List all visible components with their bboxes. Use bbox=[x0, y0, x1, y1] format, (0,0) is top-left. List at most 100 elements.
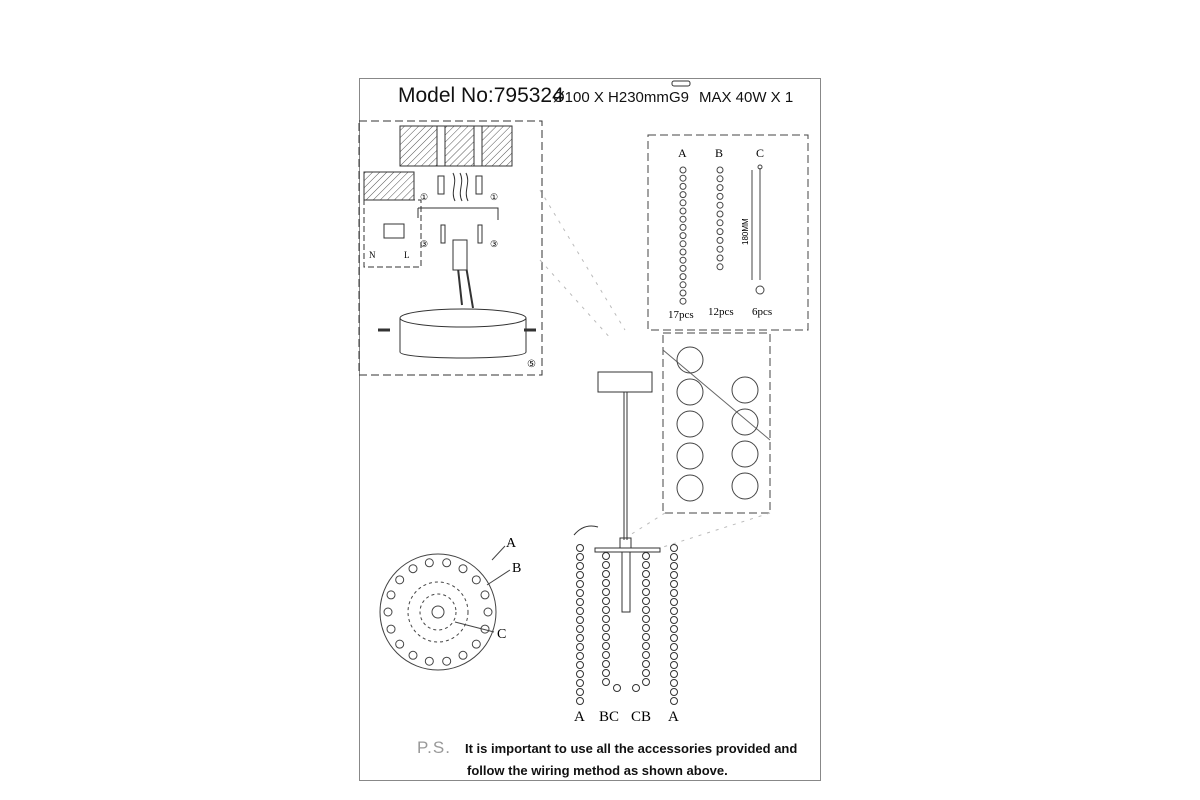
crystal-bead bbox=[679, 215, 687, 223]
crystal-bead bbox=[679, 207, 687, 215]
crystal-bead bbox=[395, 639, 405, 649]
crystal-bead bbox=[679, 166, 687, 174]
crystal-bead bbox=[642, 552, 650, 560]
crystal-bead bbox=[670, 679, 678, 687]
step-5: ⑤ bbox=[527, 359, 536, 370]
crystal-bead bbox=[408, 650, 418, 660]
crystal-bead bbox=[424, 558, 434, 568]
note-line-2: follow the wiring method as shown above. bbox=[467, 763, 728, 778]
crystal-bead bbox=[602, 633, 610, 641]
crystal-bead bbox=[602, 678, 610, 686]
crystal-bead bbox=[442, 656, 452, 666]
crystal-bead bbox=[731, 376, 759, 404]
crystal-bead bbox=[670, 661, 678, 669]
part-a-label: A bbox=[678, 146, 687, 160]
crystal-bead bbox=[670, 625, 678, 633]
crystal-bead bbox=[642, 642, 650, 650]
crystal-bead bbox=[576, 670, 584, 678]
crystal-bead bbox=[642, 579, 650, 587]
crystal-bead bbox=[679, 273, 687, 281]
crystal-bead bbox=[642, 669, 650, 677]
crystal-bead bbox=[716, 228, 724, 236]
crystal-bead bbox=[670, 562, 678, 570]
crystal-bead bbox=[642, 606, 650, 614]
crystal-bead bbox=[716, 245, 724, 253]
bottom-label-4: A bbox=[668, 709, 679, 725]
crystal-bead bbox=[670, 598, 678, 606]
crystal-bead bbox=[716, 236, 724, 244]
crystal-bead bbox=[731, 440, 759, 468]
crystal-bead bbox=[576, 616, 584, 624]
crystal-bead bbox=[576, 580, 584, 588]
part-b-label: B bbox=[715, 146, 723, 160]
crystal-bead bbox=[716, 184, 724, 192]
crystal-bead bbox=[386, 624, 396, 634]
crystal-bead bbox=[670, 670, 678, 678]
crystal-bead bbox=[458, 650, 468, 660]
crystal-bead bbox=[716, 201, 724, 209]
ps-label: P.S. bbox=[417, 738, 451, 757]
crystal-bead bbox=[642, 660, 650, 668]
instruction-sheet-frame bbox=[359, 78, 821, 781]
crystal-bead bbox=[642, 624, 650, 632]
crystal-bead bbox=[670, 643, 678, 651]
crystal-bead bbox=[602, 588, 610, 596]
crystal-bead bbox=[642, 633, 650, 641]
crystal-bead bbox=[642, 651, 650, 659]
crystal-bead bbox=[632, 684, 640, 692]
crystal-bead bbox=[642, 588, 650, 596]
crystal-bead bbox=[716, 210, 724, 218]
crystal-bead bbox=[424, 656, 434, 666]
crystal-bead bbox=[602, 561, 610, 569]
crystal-bead bbox=[716, 166, 724, 174]
dimensions: Ø100 X H230mm bbox=[553, 89, 669, 106]
note-line-1: It is important to use all the accessori… bbox=[465, 741, 798, 756]
crystal-bead bbox=[676, 474, 704, 502]
crystal-bead bbox=[642, 561, 650, 569]
bottom-label-3: CB bbox=[631, 709, 651, 725]
crystal-bead bbox=[602, 570, 610, 578]
bulb-type: G9 bbox=[669, 89, 690, 106]
crystal-bead bbox=[679, 199, 687, 207]
crystal-bead bbox=[602, 651, 610, 659]
crystal-bead bbox=[602, 579, 610, 587]
crystal-bead bbox=[602, 642, 610, 650]
crystal-bead bbox=[670, 652, 678, 660]
rod-length-label: 180MM bbox=[741, 218, 750, 245]
crystal-bead bbox=[576, 607, 584, 615]
crystal-bead bbox=[576, 598, 584, 606]
crystal-bead bbox=[576, 679, 584, 687]
crystal-bead bbox=[670, 688, 678, 696]
crystal-bead bbox=[471, 639, 481, 649]
crystal-bead bbox=[480, 590, 490, 600]
crystal-bead bbox=[642, 615, 650, 623]
crystal-bead bbox=[679, 232, 687, 240]
crystal-bead bbox=[642, 597, 650, 605]
crystal-bead bbox=[716, 175, 724, 183]
part-c-label: C bbox=[756, 146, 764, 160]
crystal-bead bbox=[670, 580, 678, 588]
installation-panel bbox=[358, 120, 543, 376]
crystal-bead bbox=[613, 684, 621, 692]
crystal-bead bbox=[576, 697, 584, 705]
crystal-bead bbox=[576, 643, 584, 651]
parts-panel bbox=[647, 134, 809, 331]
crystal-bead bbox=[576, 634, 584, 642]
crystal-bead bbox=[670, 697, 678, 705]
crystal-bead bbox=[383, 607, 393, 617]
chain-a bbox=[679, 166, 687, 305]
rotate-arrow-icon bbox=[573, 525, 599, 536]
crystal-bead bbox=[576, 661, 584, 669]
crystal-bead bbox=[679, 174, 687, 182]
crystal-bead bbox=[670, 589, 678, 597]
crystal-bead bbox=[676, 346, 704, 374]
ceiling bbox=[399, 125, 513, 167]
crystal-bead bbox=[602, 552, 610, 560]
crystal-bead bbox=[670, 634, 678, 642]
bulb-icon bbox=[671, 80, 691, 87]
crystal-bead bbox=[670, 607, 678, 615]
crystal-bead bbox=[576, 688, 584, 696]
crystal-bead bbox=[731, 408, 759, 436]
mounting-bracket bbox=[417, 207, 499, 220]
